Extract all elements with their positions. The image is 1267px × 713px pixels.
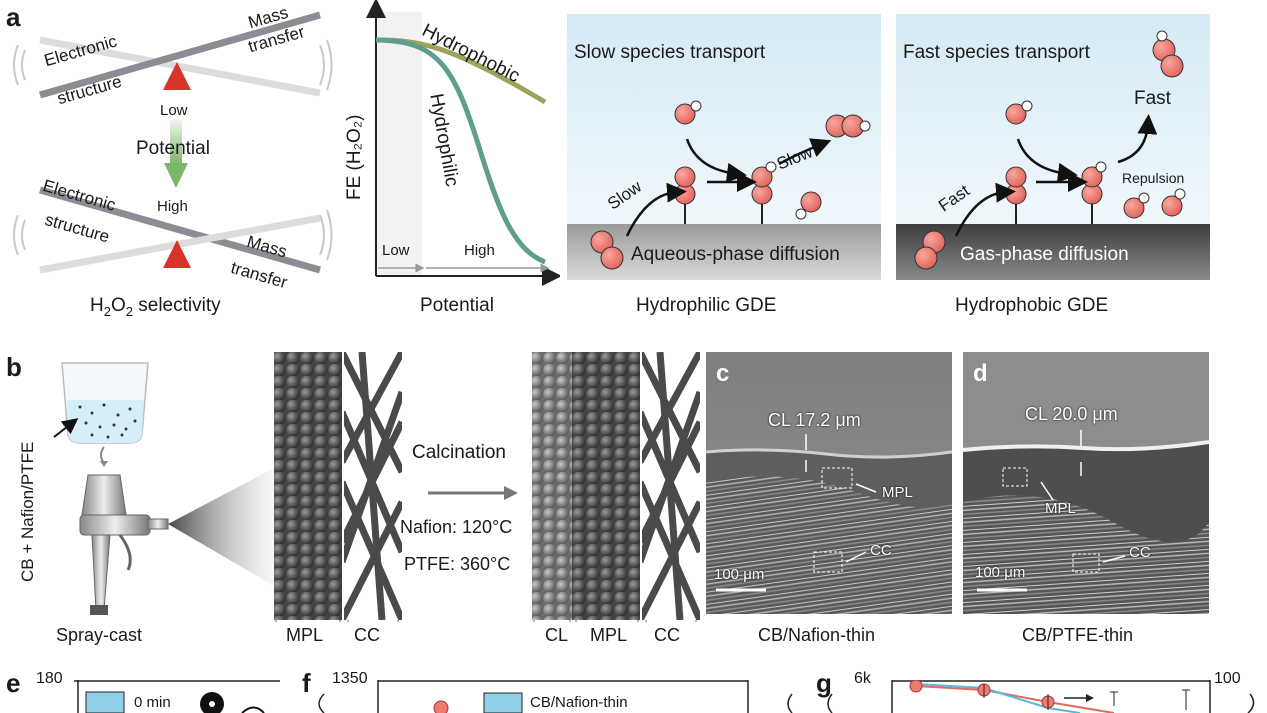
panel-d-letter: d xyxy=(973,360,988,387)
panel-g-ytick-left: 6k xyxy=(854,670,871,687)
panel-e-ytick: 180 xyxy=(36,670,63,687)
caption-cb-nafion-thin: CB/Nafion-thin xyxy=(758,625,876,645)
seesaw-bottom-shadow-beam xyxy=(39,214,321,274)
panel-e-legend: 0 min xyxy=(134,694,171,711)
panel-f-ytick: 1350 xyxy=(332,670,368,687)
hydrophobic-gde-diagram xyxy=(896,14,1210,280)
mpl-label-2: MPL xyxy=(590,625,628,645)
caption-h2o2-selectivity: H2O2 selectivity xyxy=(90,295,221,319)
panel-a-letter: a xyxy=(6,2,21,32)
panel-e-legend-swatch xyxy=(85,691,125,713)
caption-hydrophobic-gde: Hydrophobic GDE xyxy=(955,295,1109,316)
seesaw-top-beam xyxy=(39,11,321,99)
potential-arrow-shaft xyxy=(170,120,182,165)
panel-f-legend: CB/Nafion-thin xyxy=(530,694,628,711)
panel-c-letter: c xyxy=(716,360,730,387)
sem-d-cc: CC xyxy=(1129,544,1151,561)
panel-g-axes xyxy=(787,680,1255,713)
seesaw-bottom-fulcrum xyxy=(163,240,191,268)
cl-label-2: CL xyxy=(545,625,569,645)
panel-b-letter: b xyxy=(6,352,22,382)
panel-f-letter: f xyxy=(302,668,311,698)
sem-d-scale: 100 μm xyxy=(975,564,1026,581)
cc-layer xyxy=(344,352,402,620)
hydrophobic-repulsion: Repulsion xyxy=(1122,170,1185,186)
sem-image-d: d CL 20.0 μm MPL CC 100 μm xyxy=(963,352,1209,614)
panel-g-ytick-right: 100 xyxy=(1214,670,1241,687)
cl-layer xyxy=(532,352,572,620)
potential-arrow-head xyxy=(164,163,188,188)
cc-layer-2 xyxy=(642,352,700,620)
gde-before-calcination xyxy=(274,352,402,622)
panel-f-legend-swatch xyxy=(483,692,523,713)
label-low: Low xyxy=(160,102,188,119)
panel-e-letter: e xyxy=(6,668,21,698)
ptfe-temperature: PTFE: 360°C xyxy=(404,554,511,574)
cc-label-2: CC xyxy=(654,625,680,645)
seesaw-diagram xyxy=(13,11,333,274)
hydrophilic-gde-diagram xyxy=(567,14,881,280)
hydrophilic-curve xyxy=(375,37,547,265)
mpl-layer xyxy=(274,352,342,620)
seesaw-top-shadow-beam xyxy=(39,36,321,97)
spray-cone xyxy=(168,467,276,587)
mpl-layer-2 xyxy=(572,352,640,620)
caption-hydrophilic-gde: Hydrophilic GDE xyxy=(636,295,777,316)
seesaw-top-fulcrum xyxy=(163,62,191,90)
hydrophilic-title: Slow species transport xyxy=(574,42,766,63)
sem-c-cc: CC xyxy=(870,542,892,559)
panel-f-point xyxy=(433,700,449,713)
cc-label-1: CC xyxy=(354,625,380,645)
spray-cast-caption: Spray-cast xyxy=(56,625,143,645)
label-high: High xyxy=(157,198,188,215)
panel-f-axes xyxy=(318,680,749,713)
spray-cast-illustration xyxy=(53,362,276,615)
sem-image-c: c CL 17.2 μm MPL CC 100 μm xyxy=(706,352,952,614)
sem-c-mpl: MPL xyxy=(882,484,913,501)
mpl-label-1: MPL xyxy=(286,625,324,645)
sem-d-cl-thickness: CL 20.0 μm xyxy=(1025,404,1118,424)
sem-d-mpl: MPL xyxy=(1045,500,1076,517)
fe-potential-plot xyxy=(366,0,560,286)
nafion-temperature: Nafion: 120°C xyxy=(400,517,513,537)
seesaw-bottom-beam xyxy=(39,186,321,274)
sem-c-cl-thickness: CL 17.2 μm xyxy=(768,410,861,430)
caption-cb-ptfe-thin: CB/PTFE-thin xyxy=(1022,625,1134,645)
panel-g-letter: g xyxy=(816,668,832,698)
sem-c-scale: 100 μm xyxy=(714,566,765,583)
hydrophilic-bottom-label: Aqueous-phase diffusion xyxy=(631,244,840,265)
low-region-shade xyxy=(376,12,422,276)
fe-ylabel: FE (H₂O₂) xyxy=(344,114,365,200)
gde-after-calcination xyxy=(532,352,700,622)
hydrophobic-fast-2: Fast xyxy=(1134,88,1171,109)
region-label-high: High xyxy=(464,242,495,259)
hydrophobic-bottom-label: Gas-phase diffusion xyxy=(960,244,1129,265)
calcination-label: Calcination xyxy=(412,442,506,463)
ink-label: CB + Nafion/PTFE xyxy=(18,441,37,582)
label-potential: Potential xyxy=(136,138,210,159)
fe-xlabel: Potential xyxy=(420,295,494,316)
hydrophobic-title: Fast species transport xyxy=(903,42,1090,63)
panel-e-axes xyxy=(74,680,280,713)
calcination-arrow xyxy=(428,486,518,500)
region-label-low: Low xyxy=(382,242,410,259)
